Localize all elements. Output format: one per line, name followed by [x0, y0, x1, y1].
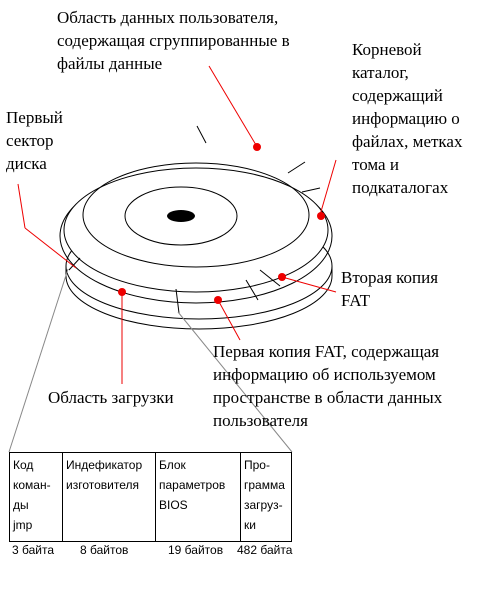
boot-field-oem-size: 8 байтов [80, 543, 129, 557]
pointer-user-data [208, 65, 257, 146]
segment-divider [287, 161, 306, 174]
segment-divider [245, 279, 259, 301]
pointer-first-sector [17, 183, 26, 229]
pointer-root-dir [319, 159, 337, 216]
disk-inner-ring [82, 162, 310, 268]
segment-divider [175, 288, 180, 314]
boot-field-bpb: Блок параметров BIOS [155, 452, 241, 542]
boot-field-program-size: 482 байта [237, 543, 293, 557]
disk-top-surface [63, 167, 329, 293]
pointer-fat2 [281, 276, 337, 293]
spindle-hole [167, 210, 195, 222]
disk-center-ring [124, 186, 238, 246]
marker-dot [214, 296, 222, 304]
boot-sector-table: Код коман- ды jmp Индефикатор изготовите… [9, 452, 292, 542]
segment-divider [259, 269, 281, 287]
pointer-first-sector [24, 227, 77, 269]
marker-dot [253, 143, 261, 151]
marker-dot [118, 288, 126, 296]
first-sector-label: Первый сектор диска [6, 108, 63, 173]
boot-field-jmp: Код коман- ды jmp [9, 452, 63, 542]
marker-dot [317, 212, 325, 220]
boot-field-program: Про- грамма загруз- ки [240, 452, 292, 542]
user-data-area-label: Область данных пользователя, содержащая … [57, 8, 290, 73]
segment-divider [301, 187, 321, 193]
boot-field-bpb-size: 19 байтов [168, 543, 224, 557]
boot-field-oem: Индефикатор изготовителя [62, 452, 156, 542]
boot-field-jmp-size: 3 байта [12, 543, 55, 557]
zoom-line-right [177, 311, 293, 453]
boot-area-label: Область загрузки [48, 388, 174, 407]
fat-copy-1-label: Первая копия FAT, содержащая информацию … [213, 342, 443, 430]
segment-divider [196, 125, 207, 144]
root-directory-label: Корневой каталог, содержащий информацию … [352, 40, 463, 197]
zoom-line-left [8, 268, 69, 453]
pointer-fat1 [217, 299, 241, 341]
marker-dot [278, 273, 286, 281]
segment-divider [68, 257, 81, 271]
boot-sector-row: Код коман- ды jmp Индефикатор изготовите… [9, 452, 292, 542]
fat-copy-2-label: Вторая копия FAT [341, 268, 439, 310]
